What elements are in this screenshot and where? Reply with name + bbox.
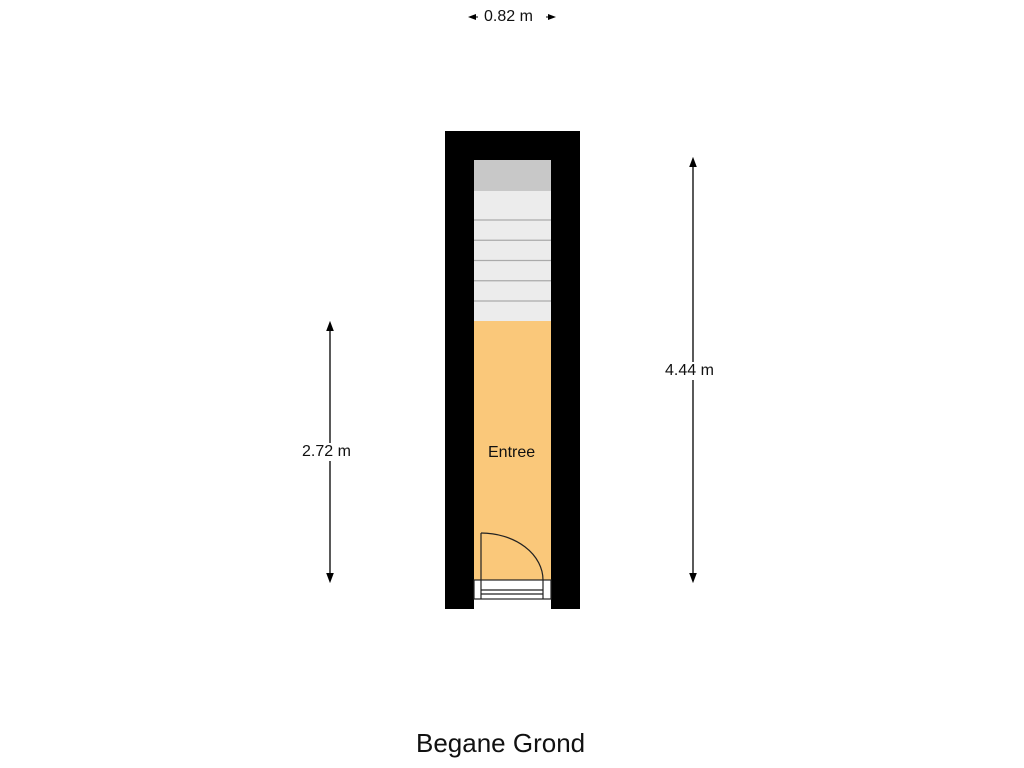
floor-title: Begane Grond <box>416 728 586 758</box>
right-height-dimension-label: 4.44 m <box>665 362 714 380</box>
stairs <box>474 191 551 321</box>
room-label: Entree <box>488 444 536 461</box>
room-entree <box>474 321 551 580</box>
door <box>473 532 552 600</box>
width-dimension-label: 0.82 m <box>484 8 533 25</box>
stair-top <box>474 160 551 191</box>
left-height-dimension-label: 2.72 m <box>302 443 351 461</box>
